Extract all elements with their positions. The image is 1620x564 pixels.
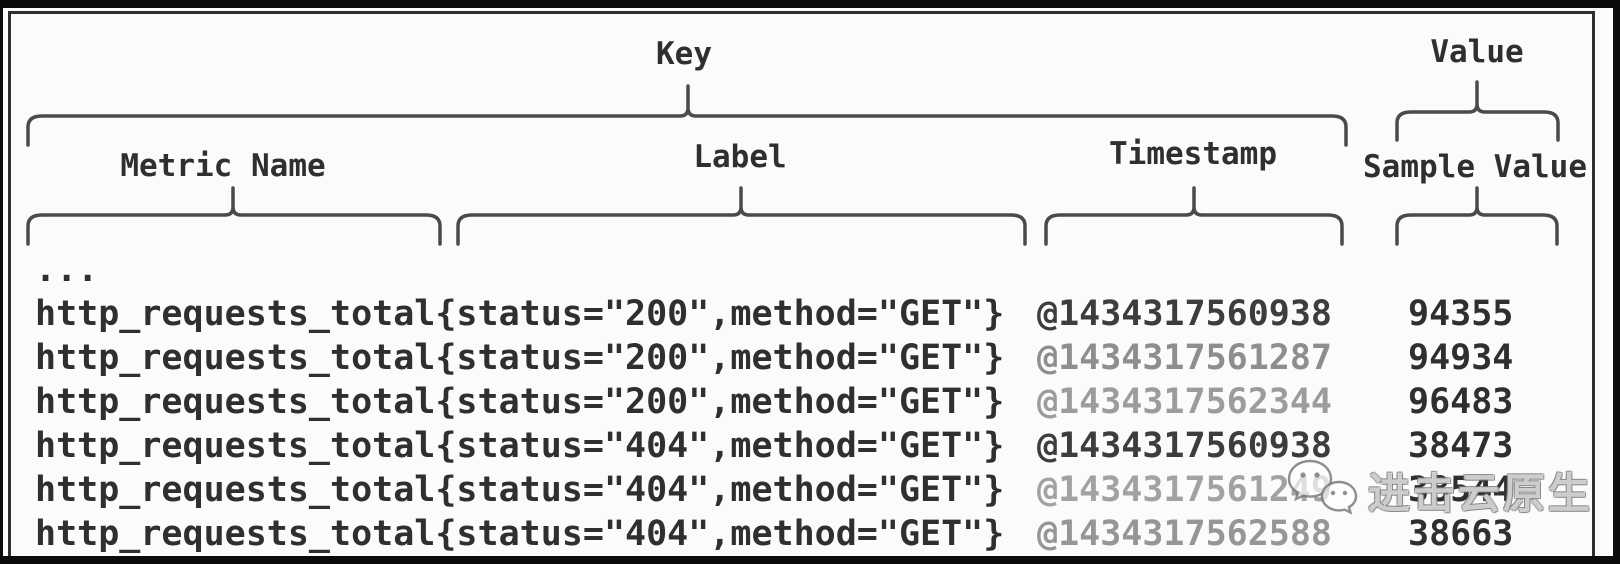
timestamp-text: @1434317560938 xyxy=(1037,426,1333,466)
metric-sample-row: http_requests_total{status="404",method=… xyxy=(0,512,1620,556)
sample-value-text: 94355 xyxy=(1408,294,1514,334)
timestamp-text: @1434317561287 xyxy=(1037,338,1333,378)
sample-value-brace xyxy=(1395,186,1559,246)
key-brace xyxy=(26,84,1348,147)
top-edge-bar xyxy=(0,0,1620,8)
bottom-edge-bar xyxy=(0,556,1620,564)
value-brace xyxy=(1395,80,1560,142)
metric-and-labels-text: http_requests_total{status="404",method=… xyxy=(35,426,1005,466)
timestamp-text: @1434317562588 xyxy=(1037,514,1333,554)
key-annotation-label: Key xyxy=(656,36,712,72)
label-column-label: Label xyxy=(693,139,787,175)
sample-value-text: 38473 xyxy=(1408,426,1514,466)
metric-name-brace xyxy=(26,186,442,246)
metric-and-labels-text: http_requests_total{status="404",method=… xyxy=(35,470,1005,510)
sample-value-text: 94934 xyxy=(1408,338,1514,378)
metric-sample-row: http_requests_total{status="200",method=… xyxy=(0,336,1620,380)
timestamp-text: @1434317560938 xyxy=(1037,294,1333,334)
sample-value-text: 38544 xyxy=(1408,470,1514,510)
ellipsis-text: ... xyxy=(35,250,99,290)
right-edge-bar xyxy=(1613,0,1620,564)
value-annotation-label: Value xyxy=(1430,34,1524,70)
timestamp-text: @1434317561249 xyxy=(1037,470,1333,510)
timestamp-brace xyxy=(1044,186,1344,246)
metric-sample-row: http_requests_total{status="200",method=… xyxy=(0,292,1620,336)
metric-sample-row: http_requests_total{status="200",method=… xyxy=(0,380,1620,424)
sample-value-column-label: Sample Value xyxy=(1363,149,1587,185)
metric-and-labels-text: http_requests_total{status="200",method=… xyxy=(35,382,1005,422)
sample-value-text: 38663 xyxy=(1408,514,1514,554)
metric-and-labels-text: http_requests_total{status="404",method=… xyxy=(35,514,1005,554)
metric-name-column-label: Metric Name xyxy=(120,148,326,184)
timestamp-column-label: Timestamp xyxy=(1109,136,1277,172)
label-brace xyxy=(456,186,1027,246)
metric-and-labels-text: http_requests_total{status="200",method=… xyxy=(35,294,1005,334)
metric-and-labels-text: http_requests_total{status="200",method=… xyxy=(35,338,1005,378)
ellipsis-row: ... xyxy=(0,248,1620,292)
metric-sample-row: http_requests_total{status="404",method=… xyxy=(0,424,1620,468)
metric-sample-row: http_requests_total{status="404",method=… xyxy=(0,468,1620,512)
timestamp-text: @1434317562344 xyxy=(1037,382,1333,422)
left-edge-bar xyxy=(0,0,3,564)
figure-border xyxy=(8,11,1595,564)
sample-value-text: 96483 xyxy=(1408,382,1514,422)
